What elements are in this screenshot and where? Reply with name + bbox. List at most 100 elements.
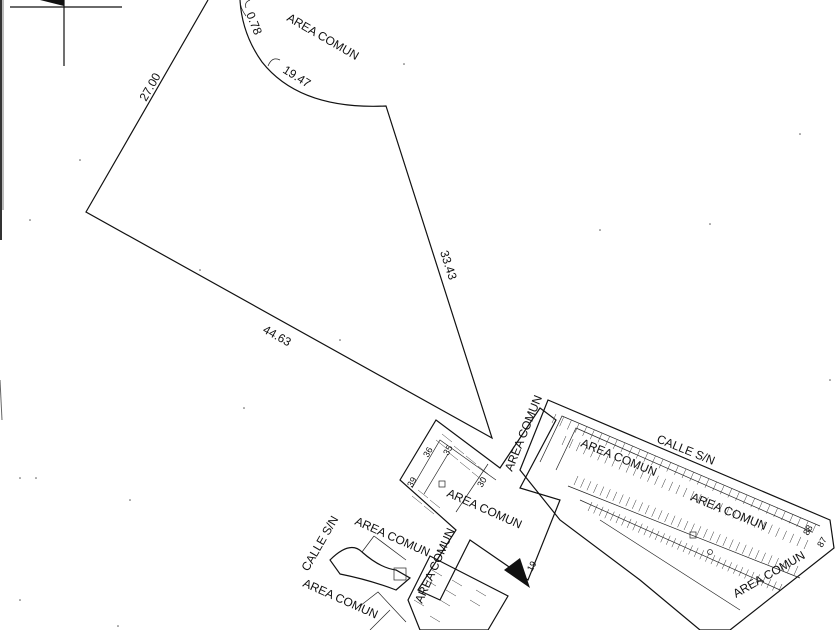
lot-divider-line bbox=[749, 571, 755, 582]
lot-divider-line bbox=[574, 423, 580, 433]
lot-divider-line bbox=[811, 523, 817, 534]
lot-divider-line bbox=[587, 501, 593, 512]
lot-label-87: 87 bbox=[815, 535, 829, 549]
main-parcel bbox=[85, 0, 494, 440]
lot-divider-line bbox=[674, 465, 679, 475]
lot-divider-line bbox=[593, 504, 598, 514]
calle-sn-label-left: CALLE S/N bbox=[298, 513, 341, 573]
lot-divider-line bbox=[758, 501, 763, 511]
lot-divider-line bbox=[733, 564, 738, 574]
lot-divider-line bbox=[619, 494, 624, 504]
lot-label-39: 39 bbox=[405, 475, 419, 489]
lot-divider-line bbox=[620, 443, 626, 453]
lot-divider-line bbox=[787, 563, 792, 573]
lot-divider-line bbox=[788, 514, 794, 524]
lot-divider-line bbox=[780, 560, 786, 570]
lot-divider-line bbox=[781, 510, 786, 521]
lot-divider-line bbox=[804, 520, 809, 530]
lot-divider-line bbox=[677, 540, 682, 550]
lot-divider-line bbox=[709, 531, 715, 541]
lot-divider-line bbox=[657, 510, 663, 520]
parcel-boundary bbox=[85, 0, 494, 440]
lot-divider-line bbox=[661, 478, 666, 488]
lot-divider-line bbox=[704, 478, 710, 488]
lot-divider-line bbox=[660, 533, 665, 543]
lot-divider-line bbox=[658, 459, 664, 469]
lot-divider-line bbox=[712, 481, 717, 492]
lot-divider-line bbox=[774, 557, 779, 568]
lot-divider-line bbox=[666, 535, 671, 545]
lot-divider-line bbox=[561, 435, 567, 446]
lot-divider-line bbox=[755, 574, 760, 584]
dim-label-arc-b: 19.47 bbox=[280, 63, 313, 91]
lot-divider-line bbox=[644, 505, 650, 515]
lot-divider-line bbox=[615, 513, 621, 524]
lot-divider-line bbox=[559, 417, 564, 427]
lot-divider-line bbox=[626, 518, 632, 528]
lot-divider-line bbox=[618, 460, 624, 470]
lot-divider-line bbox=[568, 438, 574, 449]
lot-divider-line bbox=[668, 481, 673, 491]
lot-divider-line bbox=[718, 503, 723, 513]
lot-divider-line bbox=[721, 559, 727, 569]
lot-divider-line bbox=[638, 523, 643, 533]
lot-divider-line bbox=[696, 526, 702, 536]
lot-divider-line bbox=[729, 539, 734, 549]
lot-divider-line bbox=[761, 552, 766, 562]
lot-divider-line bbox=[576, 442, 581, 452]
lot-divider-line bbox=[727, 562, 732, 572]
lot-divider-line bbox=[590, 448, 595, 458]
lot-label-30: 30 bbox=[475, 475, 489, 489]
lot-divider-line bbox=[597, 433, 603, 443]
lot-divider-line bbox=[699, 550, 704, 560]
lot-divider-line bbox=[761, 576, 766, 586]
lot-divider-line bbox=[803, 539, 809, 550]
lot-divider-line bbox=[793, 565, 799, 576]
lot-divider-line bbox=[643, 452, 648, 462]
lot-divider-line bbox=[748, 547, 753, 557]
parcel-dimensions: 27.00 44.63 33.43 0.78 19.47 AREA COMUN bbox=[136, 10, 459, 349]
lot-divider-line bbox=[738, 567, 744, 577]
lot-divider-line bbox=[567, 420, 572, 430]
lot-divider-line bbox=[671, 538, 677, 548]
lot-divider-line bbox=[593, 483, 598, 494]
lot-divider-line bbox=[697, 475, 702, 485]
area-comun-label-right-c: AREA COMUN bbox=[731, 548, 808, 600]
lot-divider-line bbox=[703, 528, 708, 539]
lot-divider-line bbox=[612, 439, 618, 449]
arc-symbol-small-icon bbox=[245, 0, 251, 9]
lot-divider-line bbox=[716, 534, 721, 544]
lot-divider-line bbox=[782, 530, 787, 540]
subdivision-block-bottom: CALLE S/N AREA COMUN AREA COMUN AREA COM… bbox=[298, 513, 509, 630]
lot-label-19: 19 bbox=[525, 559, 539, 573]
arc-symbol-icon bbox=[267, 58, 281, 67]
lot-divider-line bbox=[625, 463, 631, 473]
lot-divider-line bbox=[582, 426, 587, 437]
lot-divider-line bbox=[632, 466, 638, 476]
lot-divider-line bbox=[727, 488, 733, 498]
lot-divider-line bbox=[681, 468, 687, 479]
lot-divider-line bbox=[632, 521, 637, 531]
lot-divider-line bbox=[651, 507, 656, 517]
lot-divider-line bbox=[605, 436, 610, 446]
lot-divider-line bbox=[754, 550, 760, 560]
lot-divider-line bbox=[682, 542, 688, 553]
lot-divider-line bbox=[773, 507, 778, 517]
lot-divider-line bbox=[670, 515, 676, 525]
lot-divider-line bbox=[666, 462, 671, 472]
lot-divider-line bbox=[677, 518, 682, 528]
lot-label-35: 35 bbox=[441, 443, 455, 457]
lot-divider-line bbox=[711, 500, 716, 510]
lot-divider-line bbox=[635, 449, 641, 459]
lot-divider-line bbox=[683, 520, 689, 531]
lot-divider-line bbox=[647, 472, 652, 482]
lot-divider-line bbox=[746, 515, 752, 525]
lot-divider-line bbox=[735, 491, 740, 501]
lot-divider-line bbox=[789, 533, 794, 543]
area-comun-label-bottom-b: AREA COMUN bbox=[301, 576, 380, 622]
scan-specks bbox=[19, 63, 831, 627]
lot-divider-line bbox=[654, 475, 659, 485]
lot-divider-line bbox=[761, 521, 766, 531]
lot-divider-line bbox=[651, 455, 656, 466]
lot-divider-line bbox=[765, 504, 771, 514]
